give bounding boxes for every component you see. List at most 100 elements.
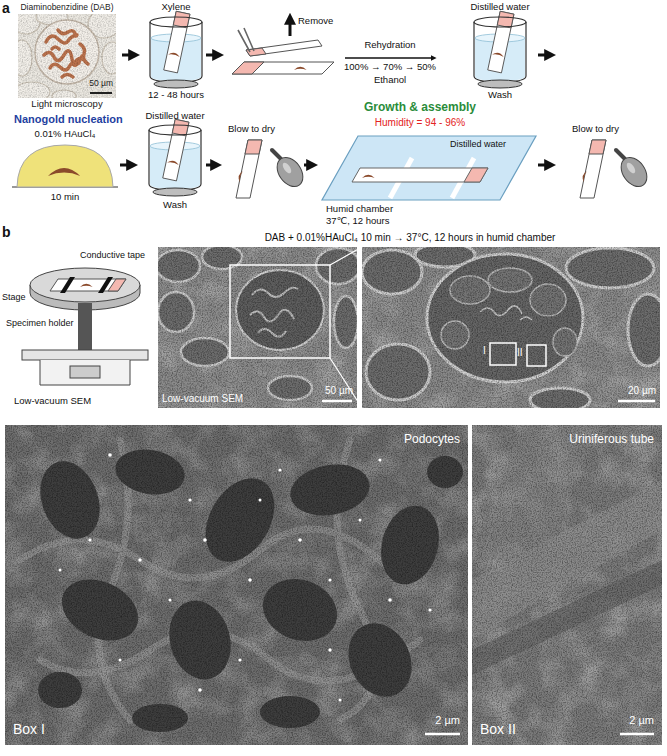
sem-overview bbox=[158, 247, 357, 408]
step-arrow bbox=[538, 54, 549, 57]
panel-text: 2 µm bbox=[629, 714, 654, 727]
sem-overview bbox=[158, 247, 357, 408]
light-micrograph bbox=[18, 14, 116, 98]
step-label: 12 - 48 hours bbox=[148, 90, 204, 101]
sem-overview bbox=[322, 400, 352, 403]
step-arrow bbox=[538, 164, 549, 167]
sem-zoom bbox=[362, 247, 660, 408]
podocyte-micrograph bbox=[169, 599, 172, 602]
sem-overview bbox=[230, 265, 330, 358]
remove-slide bbox=[294, 67, 307, 70]
podocyte-micrograph bbox=[119, 659, 122, 662]
panel-text: Uriniferous tube bbox=[569, 433, 654, 447]
podocyte-micrograph bbox=[359, 519, 362, 522]
panel-text: 50 µm bbox=[325, 385, 353, 397]
gold-droplet bbox=[17, 145, 113, 187]
step-arrow bbox=[206, 164, 215, 167]
remove-slide bbox=[232, 62, 334, 74]
panel-text: 50 µm bbox=[89, 79, 113, 89]
step-label: Specimen holder bbox=[6, 318, 74, 328]
gold-droplet bbox=[12, 145, 118, 187]
humid-chamber bbox=[352, 168, 488, 182]
humid-chamber bbox=[322, 136, 536, 200]
step-label: Wash bbox=[163, 200, 187, 211]
sem-stage bbox=[78, 303, 92, 350]
step-label: 100% → 70% → 50% bbox=[344, 62, 436, 73]
sem-zoom bbox=[490, 343, 516, 365]
podocyte-micrograph bbox=[278, 468, 281, 471]
sem-panel: PodocytesBox I2 µm bbox=[5, 425, 468, 745]
step-label: Rehydration bbox=[364, 40, 415, 51]
tubule-micrograph bbox=[472, 425, 662, 745]
sem-zoom bbox=[362, 247, 660, 408]
step-label: Blow to dry bbox=[228, 124, 275, 135]
panel-text: II bbox=[517, 347, 523, 359]
step-label: 37℃, 12 hours bbox=[326, 216, 390, 227]
podocyte-micrograph bbox=[339, 699, 342, 702]
water-beaker bbox=[149, 119, 201, 196]
remove-slide bbox=[232, 20, 334, 74]
step-label: Conductive tape bbox=[80, 250, 145, 260]
sem-stage bbox=[108, 279, 126, 291]
step-heading: Growth & assembly bbox=[364, 101, 476, 115]
podocyte-micrograph bbox=[328, 578, 331, 581]
humid-chamber bbox=[464, 168, 488, 182]
podocyte-micrograph bbox=[248, 578, 252, 582]
sem-stage bbox=[70, 366, 100, 378]
sem-overview bbox=[158, 247, 357, 408]
step-label: Distilled water bbox=[470, 2, 529, 13]
sem-stage bbox=[80, 284, 93, 287]
sem-stage bbox=[22, 350, 148, 360]
podocyte-micrograph bbox=[108, 453, 112, 457]
step-label: Stage bbox=[2, 292, 26, 302]
tubule-micrograph bbox=[472, 425, 662, 745]
podocyte-micrograph bbox=[5, 425, 468, 745]
podocyte-micrograph bbox=[328, 648, 331, 651]
sem-panel: 20 µmIII bbox=[362, 247, 660, 408]
sem-overview bbox=[158, 247, 357, 408]
step-label: Distilled water bbox=[450, 139, 506, 149]
sem-zoom bbox=[362, 247, 660, 408]
step-label: 0.01% HAuCl₄ bbox=[35, 129, 96, 140]
light-micrograph bbox=[90, 92, 112, 94]
sem-zoom bbox=[362, 247, 660, 408]
podocyte-micrograph bbox=[203, 538, 207, 542]
panel-text: Diaminobenzidine (DAB) bbox=[20, 3, 113, 13]
sem-panel: Low-vacuum SEM 50 µm bbox=[158, 247, 357, 408]
step-arrow bbox=[304, 164, 311, 167]
sem-stage bbox=[50, 279, 126, 291]
step-arrow bbox=[120, 164, 131, 167]
remove-slide bbox=[232, 62, 264, 74]
step-arrow bbox=[206, 54, 217, 57]
remove-slide bbox=[289, 20, 292, 36]
podocyte-micrograph bbox=[5, 425, 468, 745]
sem-stage bbox=[60, 277, 75, 293]
sem-stage bbox=[40, 360, 130, 385]
gold-droplet bbox=[48, 168, 80, 176]
remove-slide bbox=[238, 28, 254, 52]
light-micrograph bbox=[18, 14, 116, 98]
step-label: Humidity = 94 - 96% bbox=[375, 117, 465, 129]
podocyte-micrograph bbox=[88, 538, 91, 541]
panel-text: Light microscopy bbox=[31, 99, 102, 110]
water-beaker bbox=[474, 11, 526, 88]
podocyte-micrograph bbox=[59, 569, 62, 572]
sem-stage bbox=[30, 268, 140, 302]
step-label: Distilled water bbox=[145, 111, 204, 122]
tubule-micrograph bbox=[472, 425, 662, 745]
step-label: Humid chamber bbox=[326, 204, 393, 215]
light-micrograph bbox=[18, 14, 116, 98]
step-heading: Nanogold nucleation bbox=[14, 113, 123, 126]
panel-text: Low-vacuum SEM bbox=[162, 393, 243, 405]
panel-text: 20 µm bbox=[628, 385, 656, 397]
remove-slide bbox=[246, 40, 322, 56]
step-arrow bbox=[122, 54, 133, 57]
podocyte-micrograph bbox=[425, 733, 460, 736]
podocyte-micrograph bbox=[259, 499, 262, 502]
step-label: Low-vacuum SEM bbox=[14, 396, 91, 407]
xylene-beaker bbox=[150, 11, 202, 88]
step-label: 10 min bbox=[51, 192, 80, 203]
step-label: Xylene bbox=[161, 2, 190, 13]
tubule-micrograph bbox=[472, 425, 662, 745]
panel-text: Box II bbox=[480, 721, 516, 737]
